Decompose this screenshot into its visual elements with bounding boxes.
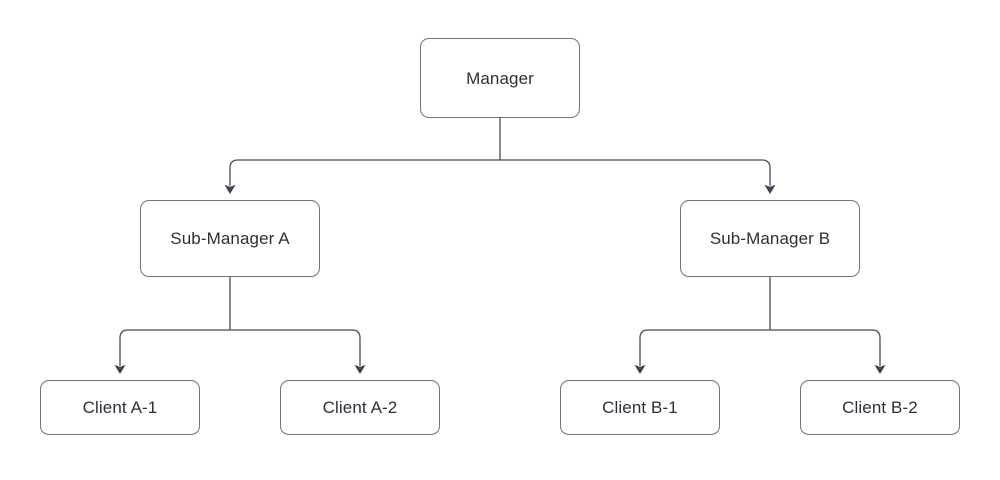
- node-sub-manager-a[interactable]: Sub-Manager A: [140, 200, 320, 277]
- node-manager-label: Manager: [466, 68, 534, 88]
- edge-manager-to-sub-b: [500, 159, 776, 194]
- node-client-b2[interactable]: Client B-2: [800, 380, 960, 435]
- edge-sub-a-to-client-a1: [114, 329, 230, 374]
- node-client-b2-label: Client B-2: [842, 398, 918, 417]
- node-client-a1-label: Client A-1: [82, 398, 158, 417]
- node-client-b1[interactable]: Client B-1: [560, 380, 720, 435]
- edge-sub-b-to-client-b1: [634, 329, 770, 374]
- node-sub-manager-b-label: Sub-Manager B: [709, 229, 831, 248]
- node-manager[interactable]: Manager: [420, 38, 580, 118]
- edge-sub-a-to-client-a2: [230, 329, 366, 374]
- node-client-a2[interactable]: Client A-2: [280, 380, 440, 435]
- node-sub-manager-a-label: Sub-Manager A: [170, 229, 290, 248]
- edge-manager-to-sub-a: [224, 159, 500, 194]
- edge-sub-b-to-client-b2: [770, 329, 886, 374]
- node-client-b1-label: Client B-1: [602, 398, 678, 417]
- node-sub-manager-b[interactable]: Sub-Manager B: [680, 200, 860, 277]
- node-client-a2-label: Client A-2: [322, 398, 398, 417]
- node-client-a1[interactable]: Client A-1: [40, 380, 200, 435]
